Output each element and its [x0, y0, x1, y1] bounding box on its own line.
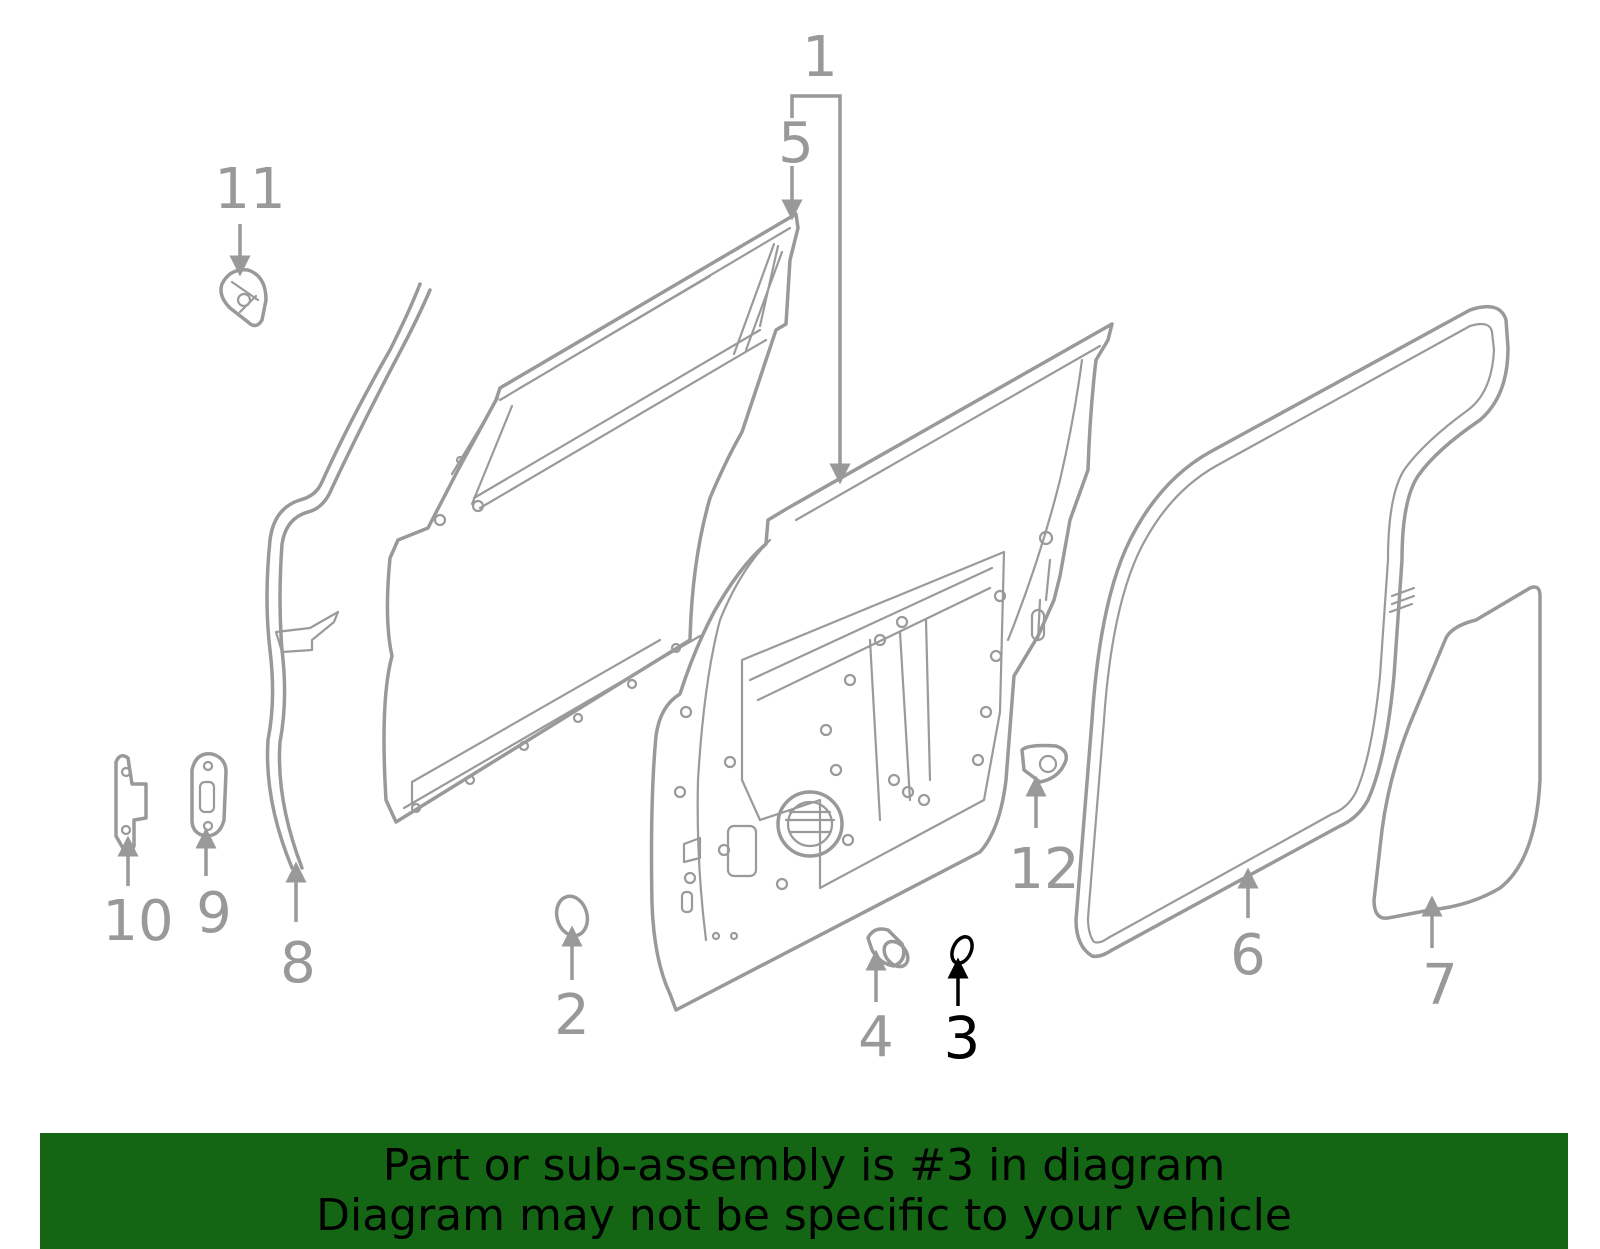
part-2-plug	[554, 894, 590, 938]
callout-8: 8	[280, 931, 316, 996]
part-12-bracket	[1020, 743, 1069, 784]
part-6-weatherstrip	[1074, 304, 1510, 959]
callout-11: 11	[214, 157, 285, 222]
callout-10: 10	[102, 889, 173, 954]
callout-1: 1	[802, 25, 838, 90]
part-7-trim	[1372, 585, 1542, 920]
callout-6: 6	[1230, 923, 1266, 988]
banner-line-1: Part or sub-assembly is #3 in diagram	[382, 1140, 1226, 1191]
part-5-outer-skin	[382, 212, 800, 824]
banner-line-2: Diagram may not be specific to your vehi…	[316, 1190, 1292, 1241]
callout-4: 4	[858, 1005, 894, 1070]
callout-2: 2	[554, 983, 590, 1048]
callout-7: 7	[1422, 953, 1458, 1018]
part-10-striker	[114, 754, 148, 854]
part-8-run-channel	[265, 282, 432, 870]
part-9-striker	[190, 752, 228, 838]
leader-lines	[117, 94, 1443, 1006]
callout-3-highlighted: 3	[944, 1004, 981, 1072]
callout-9: 9	[196, 881, 232, 946]
part-3-plug	[950, 935, 974, 965]
part-11-bracket	[219, 268, 268, 328]
info-banner: Part or sub-assembly is #3 in diagram Di…	[40, 1133, 1568, 1249]
part-1-inner-panel	[649, 322, 1114, 1012]
callout-5: 5	[778, 111, 814, 176]
callout-12: 12	[1008, 837, 1079, 902]
